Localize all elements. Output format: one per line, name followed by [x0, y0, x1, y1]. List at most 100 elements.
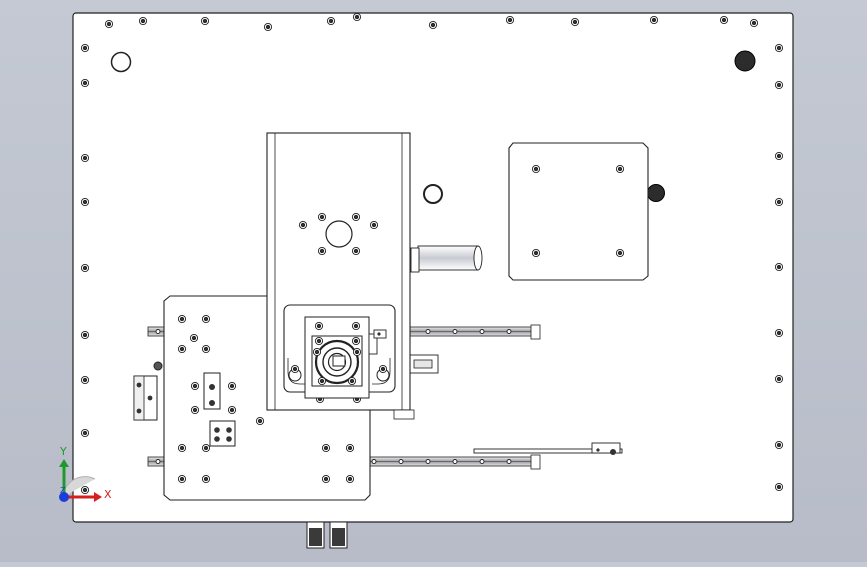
lower-block-screw-center	[203, 316, 209, 322]
edge-hole-center	[265, 24, 271, 30]
plate-hole-center	[423, 184, 443, 204]
edge-hole-center	[776, 484, 782, 490]
edge-hole-center	[651, 17, 657, 23]
edge-hole-center	[507, 17, 513, 23]
edge-hole-center	[776, 330, 782, 336]
plate-hole-right	[734, 50, 756, 72]
rail-hole	[452, 329, 458, 334]
right-plate-screw-center	[533, 250, 539, 256]
rail-hole	[452, 459, 458, 464]
lower-block-screw-center	[192, 407, 198, 413]
edge-hole-center	[82, 487, 88, 493]
edge-hole-center	[776, 153, 782, 159]
lower-block-screw-center	[203, 476, 209, 482]
rail-hole	[155, 459, 161, 464]
y-axis-label: Y	[59, 445, 67, 458]
edge-hole-center	[202, 18, 208, 24]
carriage-screw-center	[353, 248, 359, 254]
actuator-screw-center	[353, 338, 359, 344]
right-plate[interactable]	[508, 142, 649, 281]
right-plate-screw-center	[533, 166, 539, 172]
plate-hole-mid-right	[647, 184, 665, 202]
lower-block-screw-center	[347, 476, 353, 482]
edge-hole-center	[721, 17, 727, 23]
actuator-screw-center	[314, 349, 320, 355]
x-axis-label: X	[104, 488, 112, 501]
edge-hole-center	[572, 19, 578, 25]
lower-block-screw-center	[257, 418, 263, 424]
edge-hole-center	[82, 155, 88, 161]
edge-hole-center	[328, 18, 334, 24]
rail-hole	[155, 329, 161, 334]
lower-block-screw-center	[179, 346, 185, 352]
edge-hole-center	[776, 376, 782, 382]
rail-hole	[425, 329, 431, 334]
lower-block-screw-center	[179, 316, 185, 322]
sensor-arm[interactable]	[473, 442, 623, 455]
z-axis-label: Z	[60, 486, 66, 495]
actuator-screw-center	[380, 366, 386, 372]
actuator-screw-center	[319, 378, 325, 384]
edge-hole-center	[82, 80, 88, 86]
actuator-screw-center	[354, 349, 360, 355]
edge-hole-center	[776, 442, 782, 448]
actuator-screw-center	[353, 323, 359, 329]
carriage-center-bore	[325, 220, 353, 248]
right-plate-screw-center	[617, 166, 623, 172]
lower-block-screw-center	[191, 335, 197, 341]
lower-block-screw-center	[179, 445, 185, 451]
actuator-screw-center	[316, 338, 322, 344]
carriage-screw-center	[371, 222, 377, 228]
rail-clamp[interactable]	[407, 354, 439, 374]
carriage-screw-center	[300, 222, 306, 228]
carriage-screw-center	[319, 248, 325, 254]
edge-hole-center	[82, 45, 88, 51]
actuator-screws	[290, 321, 388, 386]
lower-block-screw-center	[323, 445, 329, 451]
edge-hole-center	[751, 20, 757, 26]
y-arrow-head	[59, 459, 69, 467]
roller[interactable]	[410, 245, 483, 273]
connectors[interactable]	[306, 521, 348, 549]
lower-block-screw-center	[192, 383, 198, 389]
edge-hole-center	[82, 199, 88, 205]
edge-hole-center	[776, 199, 782, 205]
rail-hole	[371, 459, 377, 464]
edge-hole-center	[82, 265, 88, 271]
rotary-actuator[interactable]	[283, 304, 396, 399]
carriage-screw-center	[319, 214, 325, 220]
coordinate-triad: X Y Z	[59, 445, 112, 502]
lower-block-screw-center	[203, 445, 209, 451]
lower-block-screw-center	[229, 383, 235, 389]
lower-block-screw-center	[179, 476, 185, 482]
plate-hole-left	[110, 51, 132, 73]
rail-hole	[398, 459, 404, 464]
lower-block-screws	[177, 314, 355, 484]
rail-hole	[506, 329, 512, 334]
edge-hole-center	[82, 332, 88, 338]
edge-hole-center	[106, 21, 112, 27]
edge-hole-center	[430, 22, 436, 28]
edge-hole-center	[82, 377, 88, 383]
x-arrow-head	[94, 492, 102, 502]
lower-block-screw-center	[229, 407, 235, 413]
edge-holes	[80, 12, 784, 495]
edge-hole-center	[140, 18, 146, 24]
rail-hole	[506, 459, 512, 464]
rail-hole	[479, 329, 485, 334]
lower-block-screw-center	[203, 346, 209, 352]
rail-hole	[425, 459, 431, 464]
lower-block-screw-center	[323, 476, 329, 482]
right-plate-screw-center	[617, 250, 623, 256]
rail-hole	[479, 459, 485, 464]
actuator-screw-center	[316, 323, 322, 329]
edge-hole-center	[82, 430, 88, 436]
actuator-screw-center	[292, 366, 298, 372]
actuator-screw-center	[349, 378, 355, 384]
carriage-screw-center	[353, 214, 359, 220]
bracket[interactable]	[133, 375, 158, 421]
z-axis-dot	[59, 492, 69, 502]
edge-hole-center	[354, 14, 360, 20]
